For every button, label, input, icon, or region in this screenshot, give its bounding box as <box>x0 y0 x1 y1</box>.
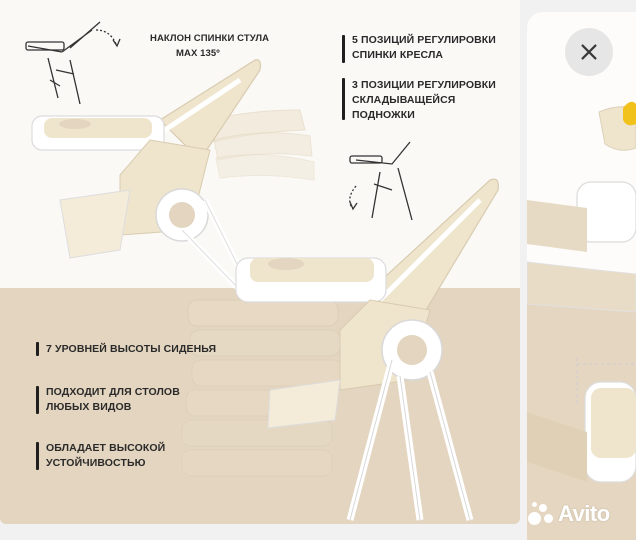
feature-back-positions: 5 ПОЗИЦИЙ РЕГУЛИРОВКИ СПИНКИ КРЕСЛА <box>352 34 496 61</box>
product-image-main[interactable]: НАКЛОН СПИНКИ СТУЛА MAX 135º 5 ПОЗИЦИЙ Р… <box>0 0 520 524</box>
height-ghost-seats <box>181 299 343 477</box>
feature-marker <box>36 442 39 470</box>
caption-recline: НАКЛОН СПИНКИ СТУЛА <box>150 33 270 44</box>
recline-diagram-icon <box>25 21 121 105</box>
footrest-diagram-icon <box>349 141 413 221</box>
feature-seat-height: 7 УРОВНЕЙ ВЫСОТЫ СИДЕНЬЯ <box>46 343 217 355</box>
caption-recline-angle: MAX 135º <box>176 48 220 59</box>
feature-marker <box>36 342 39 356</box>
feature-footrest-positions: 3 ПОЗИЦИИ РЕГУЛИРОВКИ СКЛАДЫВАЩЕЙСЯ ПОДН… <box>352 79 496 121</box>
avito-watermark-text: Avito <box>558 501 610 526</box>
avito-watermark: Avito <box>528 501 610 527</box>
highchair-bottom <box>235 178 499 521</box>
recline-ghost-backrests <box>209 109 315 181</box>
feature-marker <box>342 35 345 63</box>
highchair-top <box>31 59 262 293</box>
avito-logo-icon <box>528 502 554 526</box>
feature-stability: ОБЛАДАЕТ ВЫСОКОЙ УСТОЙЧИВОСТЬЮ <box>46 442 166 469</box>
feature-tables: ПОДХОДИТ ДЛЯ СТОЛОВ ЛЮБЫХ ВИДОВ <box>46 386 180 413</box>
feature-marker <box>36 386 39 414</box>
close-button[interactable] <box>565 28 613 76</box>
feature-marker <box>342 78 345 120</box>
product-image-next[interactable] <box>527 12 636 540</box>
highchair-detail-illustration <box>527 101 636 483</box>
close-x-icon <box>581 44 597 60</box>
highchair-illustration <box>25 21 499 521</box>
